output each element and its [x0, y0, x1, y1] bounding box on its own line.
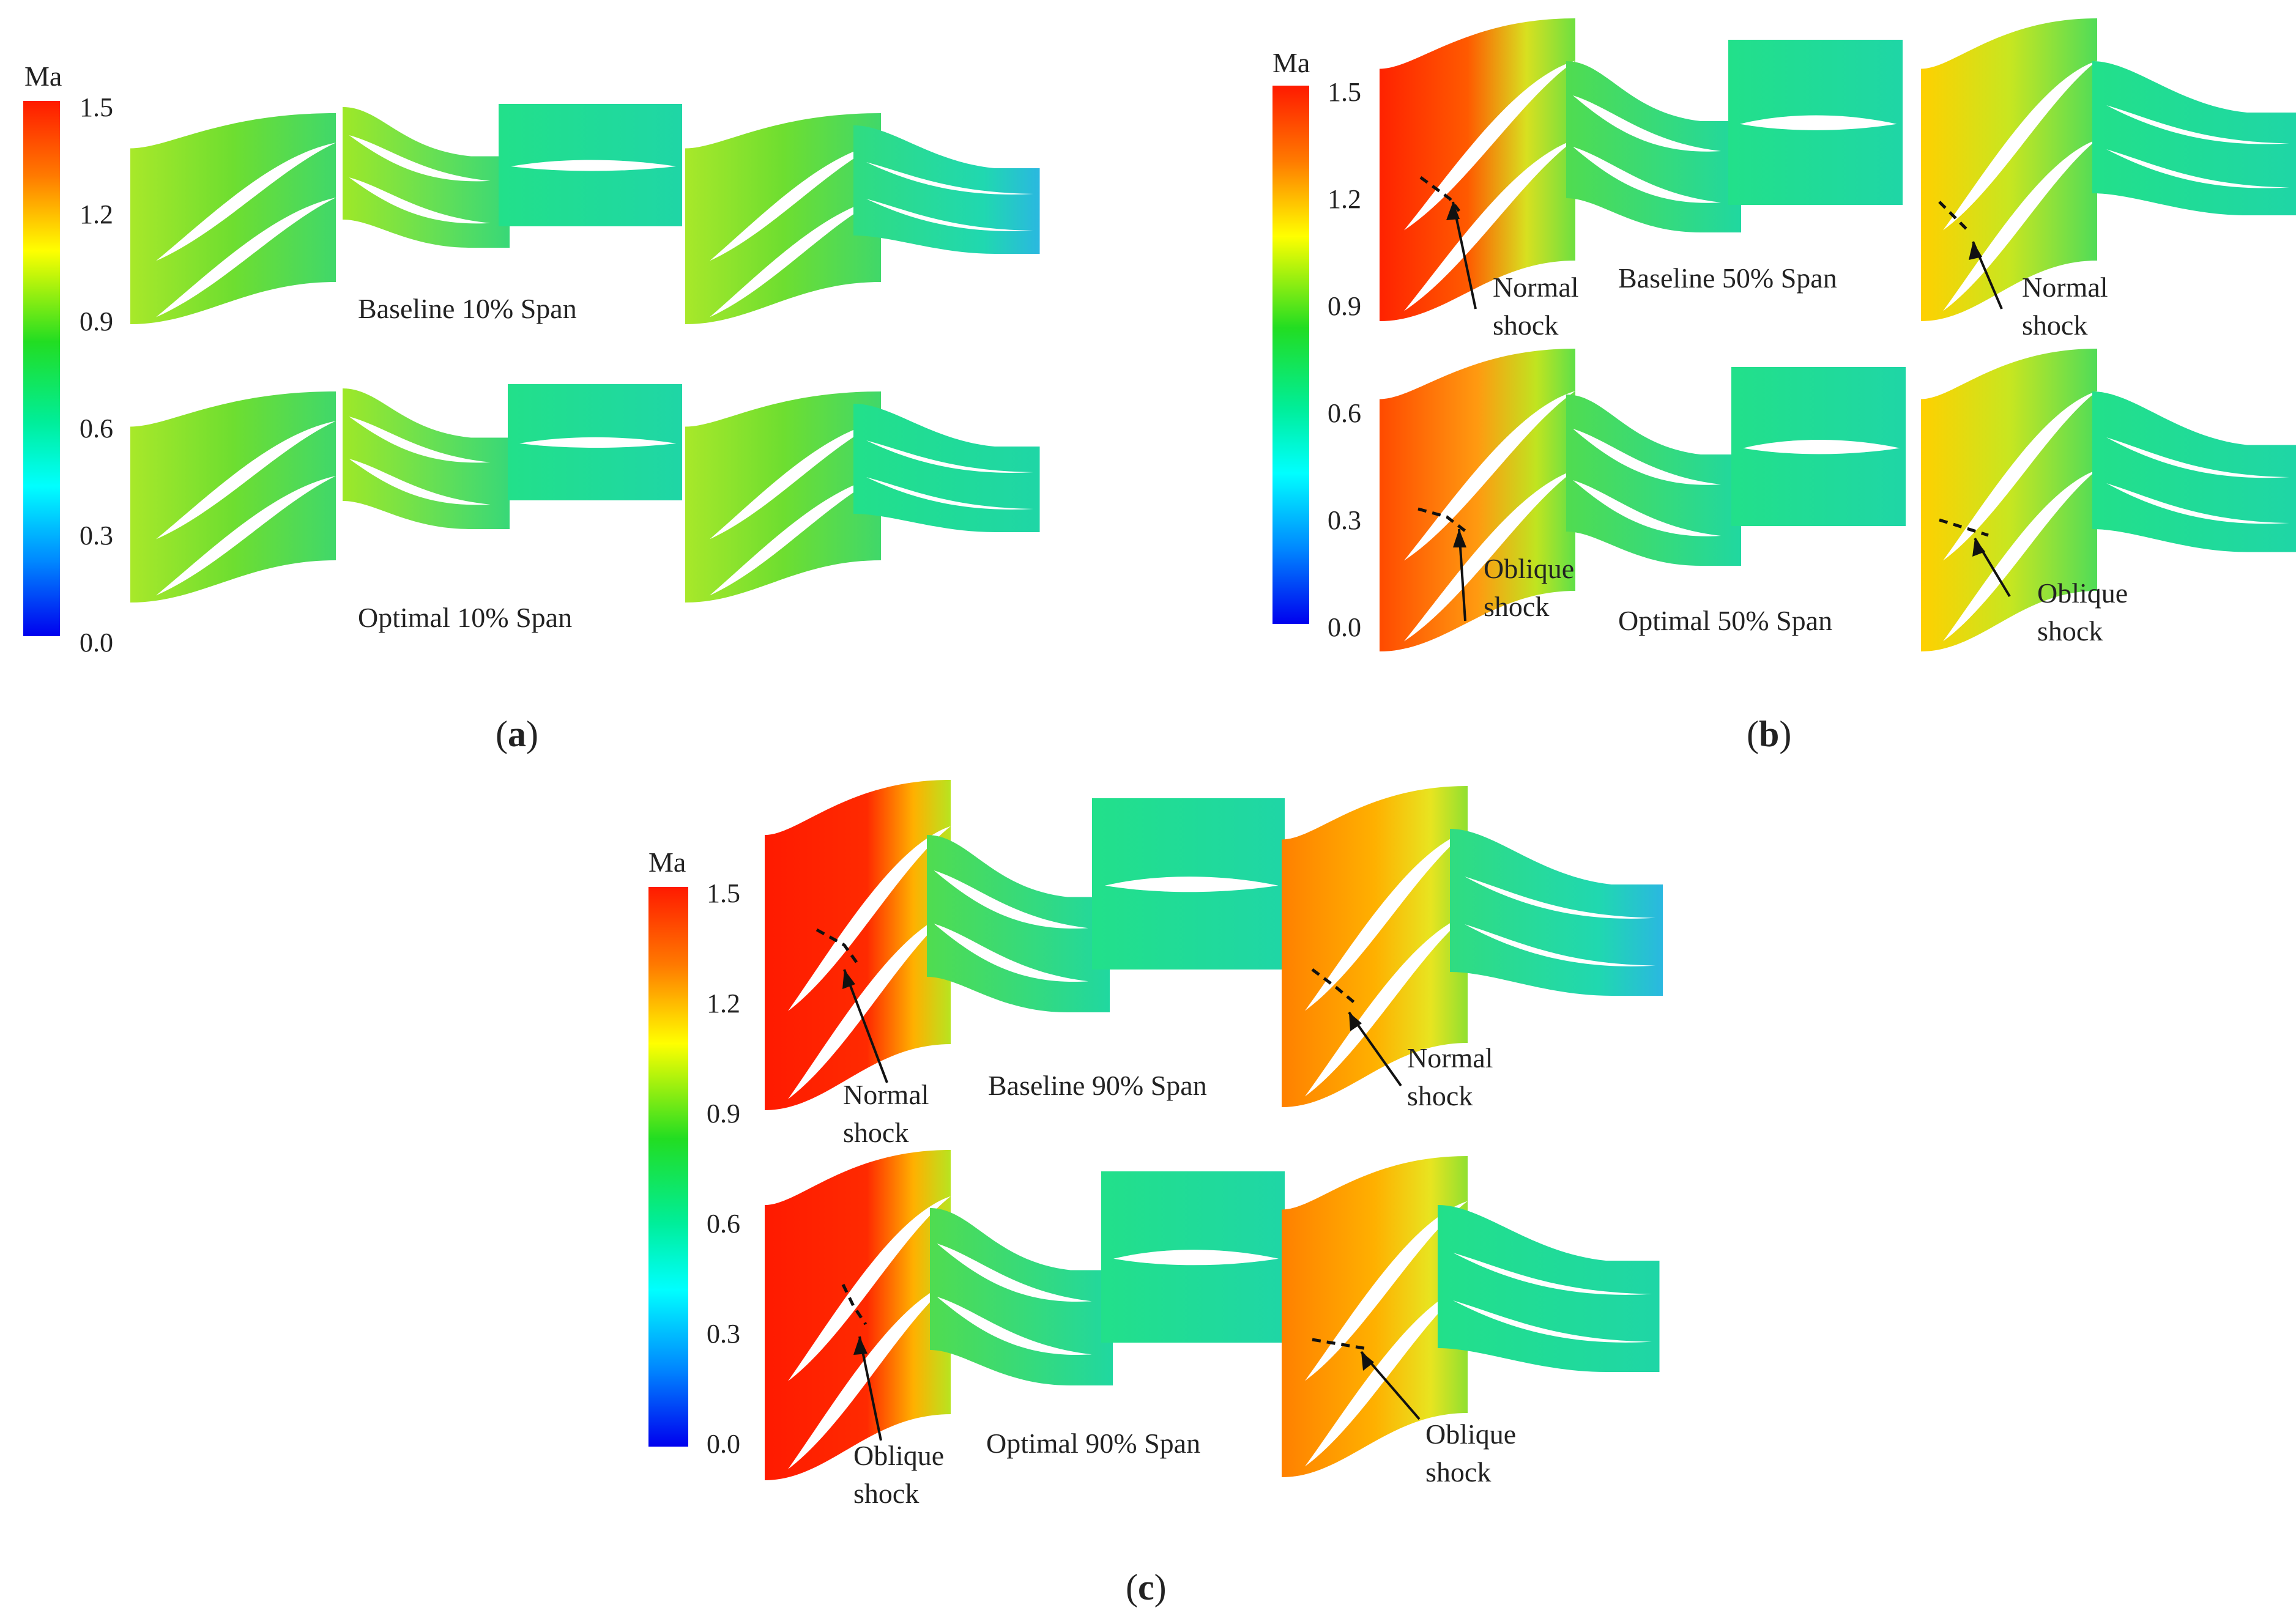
- frame-struts: [1101, 1171, 1285, 1343]
- stator-2: [1450, 829, 1663, 996]
- rotor-1: [130, 391, 336, 603]
- stator-2: [2092, 391, 2296, 552]
- caption-optimal: Optimal 50% Span: [1618, 605, 1832, 636]
- colorbar-tick: 1.5: [80, 92, 113, 122]
- colorbar-tick: 0.6: [707, 1209, 740, 1239]
- shock-line: [1417, 507, 1466, 532]
- arrow-head: [853, 1337, 868, 1355]
- colorbar-tick: 1.2: [80, 199, 113, 229]
- caption-baseline: Baseline 10% Span: [358, 293, 577, 324]
- arrow-head: [842, 970, 855, 989]
- contour-row-a-baseline: Baseline 10% Span: [130, 104, 1040, 324]
- colorbar-tick: 1.2: [707, 988, 740, 1018]
- rotor-2: [685, 113, 881, 324]
- stator-2: [853, 404, 1040, 532]
- colorbar-title: Ma: [24, 61, 62, 92]
- colorbar-tick: 1.5: [707, 878, 740, 908]
- stator-1: [1566, 61, 1741, 232]
- shock-line: [1311, 968, 1356, 1004]
- frame-struts: [1092, 798, 1285, 970]
- colorbar-title: Ma: [1272, 47, 1310, 78]
- arrow-head: [1349, 1012, 1362, 1031]
- stator-1: [343, 388, 510, 529]
- colorbar-gradient: [648, 887, 688, 1447]
- frame-struts: [508, 384, 682, 500]
- colorbar-b: Ma 1.5 1.2 0.9 0.6 0.3 0.0: [1272, 47, 1361, 642]
- contour-row-a-optimal: Optimal 10% Span: [130, 384, 1040, 633]
- colorbar-tick: 0.0: [707, 1429, 740, 1459]
- panel-a: Ma 1.5 1.2 0.9 0.6 0.3 0.0 Baseline 10% …: [23, 61, 1040, 754]
- stator-2: [2092, 61, 2296, 215]
- arrow-head: [1453, 529, 1466, 547]
- shock-line: [1938, 201, 1968, 231]
- shock-line: [1312, 1338, 1368, 1351]
- colorbar-tick: 0.9: [707, 1099, 740, 1129]
- shock-line: [1419, 176, 1460, 212]
- arrow-head: [1969, 242, 1982, 260]
- colorbar-tick: 0.0: [80, 628, 113, 658]
- arrow-head: [1446, 202, 1460, 220]
- stator-2: [1438, 1205, 1660, 1372]
- rotor-1: [765, 780, 951, 1110]
- colorbar-a: Ma 1.5 1.2 0.9 0.6 0.3 0.0: [23, 61, 113, 658]
- shock-line: [1939, 518, 1989, 537]
- annotation-arrow: [1452, 201, 1477, 310]
- colorbar-tick: 1.5: [1328, 77, 1361, 107]
- colorbar-tick: 0.0: [1328, 612, 1361, 642]
- annotation-arrow: [843, 969, 888, 1083]
- arrow-head: [1361, 1352, 1374, 1371]
- rotor-1: [130, 113, 336, 324]
- shock-line: [841, 1283, 868, 1326]
- colorbar-tick: 0.6: [80, 413, 113, 443]
- stator-1: [930, 1208, 1113, 1385]
- arrow-head: [1972, 538, 1985, 557]
- shock-line: [815, 928, 861, 968]
- stator-1: [1566, 395, 1741, 566]
- colorbar-tick: 0.3: [80, 521, 113, 551]
- frame-struts: [1728, 40, 1903, 205]
- colorbar-tick: 0.6: [1328, 398, 1361, 428]
- colorbar-tick: 0.3: [1328, 505, 1361, 535]
- colorbar-tick: 1.2: [1328, 184, 1361, 214]
- colorbar-tick: 0.9: [80, 306, 113, 336]
- panel-label-b: (b): [1747, 714, 1791, 754]
- caption-baseline: Baseline 90% Span: [988, 1070, 1207, 1101]
- colorbar-c: Ma 1.5 1.2 0.9 0.6 0.3 0.0: [648, 847, 740, 1459]
- caption-baseline: Baseline 50% Span: [1618, 262, 1837, 294]
- stator-2: [853, 125, 1040, 254]
- colorbar-tick: 0.9: [1328, 291, 1361, 321]
- caption-optimal: Optimal 90% Span: [986, 1428, 1200, 1459]
- frame-struts: [1731, 367, 1906, 526]
- colorbar-tick: 0.3: [707, 1319, 740, 1349]
- stator-1: [343, 107, 510, 248]
- stator-1: [927, 835, 1110, 1012]
- caption-optimal: Optimal 10% Span: [358, 602, 572, 633]
- colorbar-gradient: [1272, 86, 1309, 624]
- frame-struts: [499, 104, 682, 226]
- rotor-2: [685, 391, 881, 603]
- panel-label-a: (a): [496, 714, 538, 754]
- colorbar-title: Ma: [648, 847, 686, 878]
- panel-label-c: (c): [1126, 1567, 1167, 1607]
- colorbar-gradient: [23, 101, 60, 636]
